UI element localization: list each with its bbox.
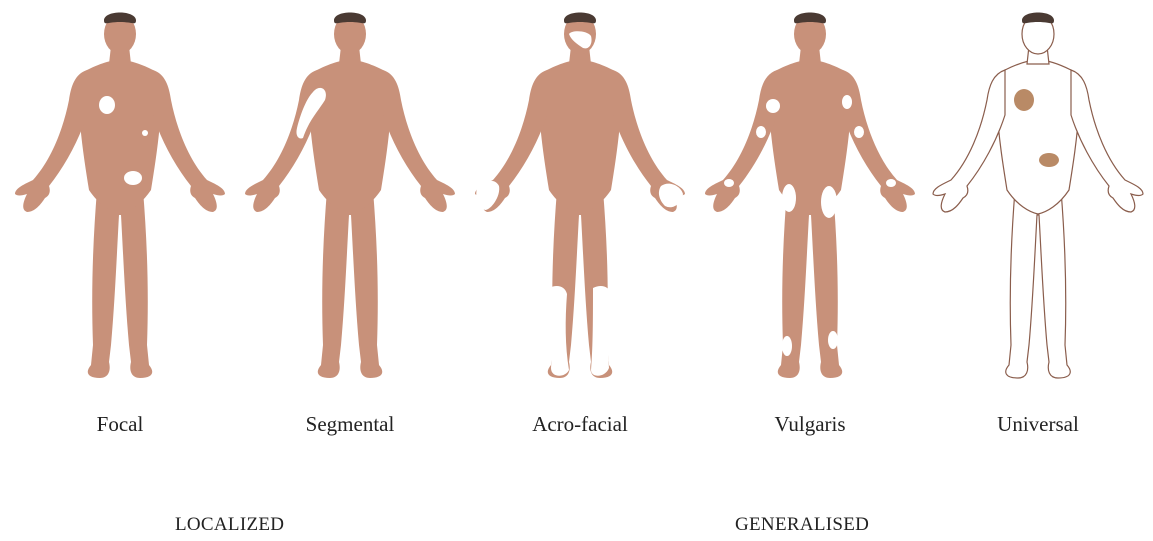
figure-label: Focal xyxy=(5,412,235,437)
depigmented-patch xyxy=(591,286,611,376)
figure-acro-facial: Acro-facial xyxy=(465,0,695,400)
body-illustration xyxy=(235,0,465,400)
figure-segmental: Segmental xyxy=(235,0,465,400)
hair xyxy=(794,13,826,24)
figure-universal: Universal xyxy=(923,0,1153,400)
body-illustration xyxy=(465,0,695,400)
figure-vulgaris: Vulgaris xyxy=(695,0,925,400)
residual-pigment-patch xyxy=(1039,153,1059,167)
hair xyxy=(334,13,366,24)
hair xyxy=(104,13,136,24)
depigmented-patch xyxy=(828,331,838,349)
body-illustration xyxy=(923,0,1153,400)
depigmented-patch xyxy=(842,95,852,109)
depigmented-patch xyxy=(886,179,896,187)
depigmented-patch xyxy=(756,126,766,138)
body-illustration xyxy=(695,0,925,400)
residual-pigment-patch xyxy=(1014,89,1034,111)
depigmented-patch xyxy=(724,179,734,187)
figure-label: Acro-facial xyxy=(465,412,695,437)
body-illustration xyxy=(5,0,235,400)
hair xyxy=(1022,13,1054,24)
depigmented-patch xyxy=(782,184,796,212)
group-label-localized: LOCALIZED xyxy=(175,514,284,536)
depigmented-patch xyxy=(142,130,148,136)
depigmented-patch xyxy=(854,126,864,138)
figure-focal: Focal xyxy=(5,0,235,400)
figure-label: Universal xyxy=(923,412,1153,437)
depigmented-patch xyxy=(782,336,792,356)
hair xyxy=(564,13,596,24)
figure-label: Segmental xyxy=(235,412,465,437)
group-label-generalised: GENERALISED xyxy=(735,514,869,536)
depigmented-patch xyxy=(821,186,837,218)
figure-label: Vulgaris xyxy=(695,412,925,437)
depigmented-patch xyxy=(99,96,115,114)
depigmented-patch xyxy=(766,99,780,113)
depigmented-patch xyxy=(124,171,142,185)
